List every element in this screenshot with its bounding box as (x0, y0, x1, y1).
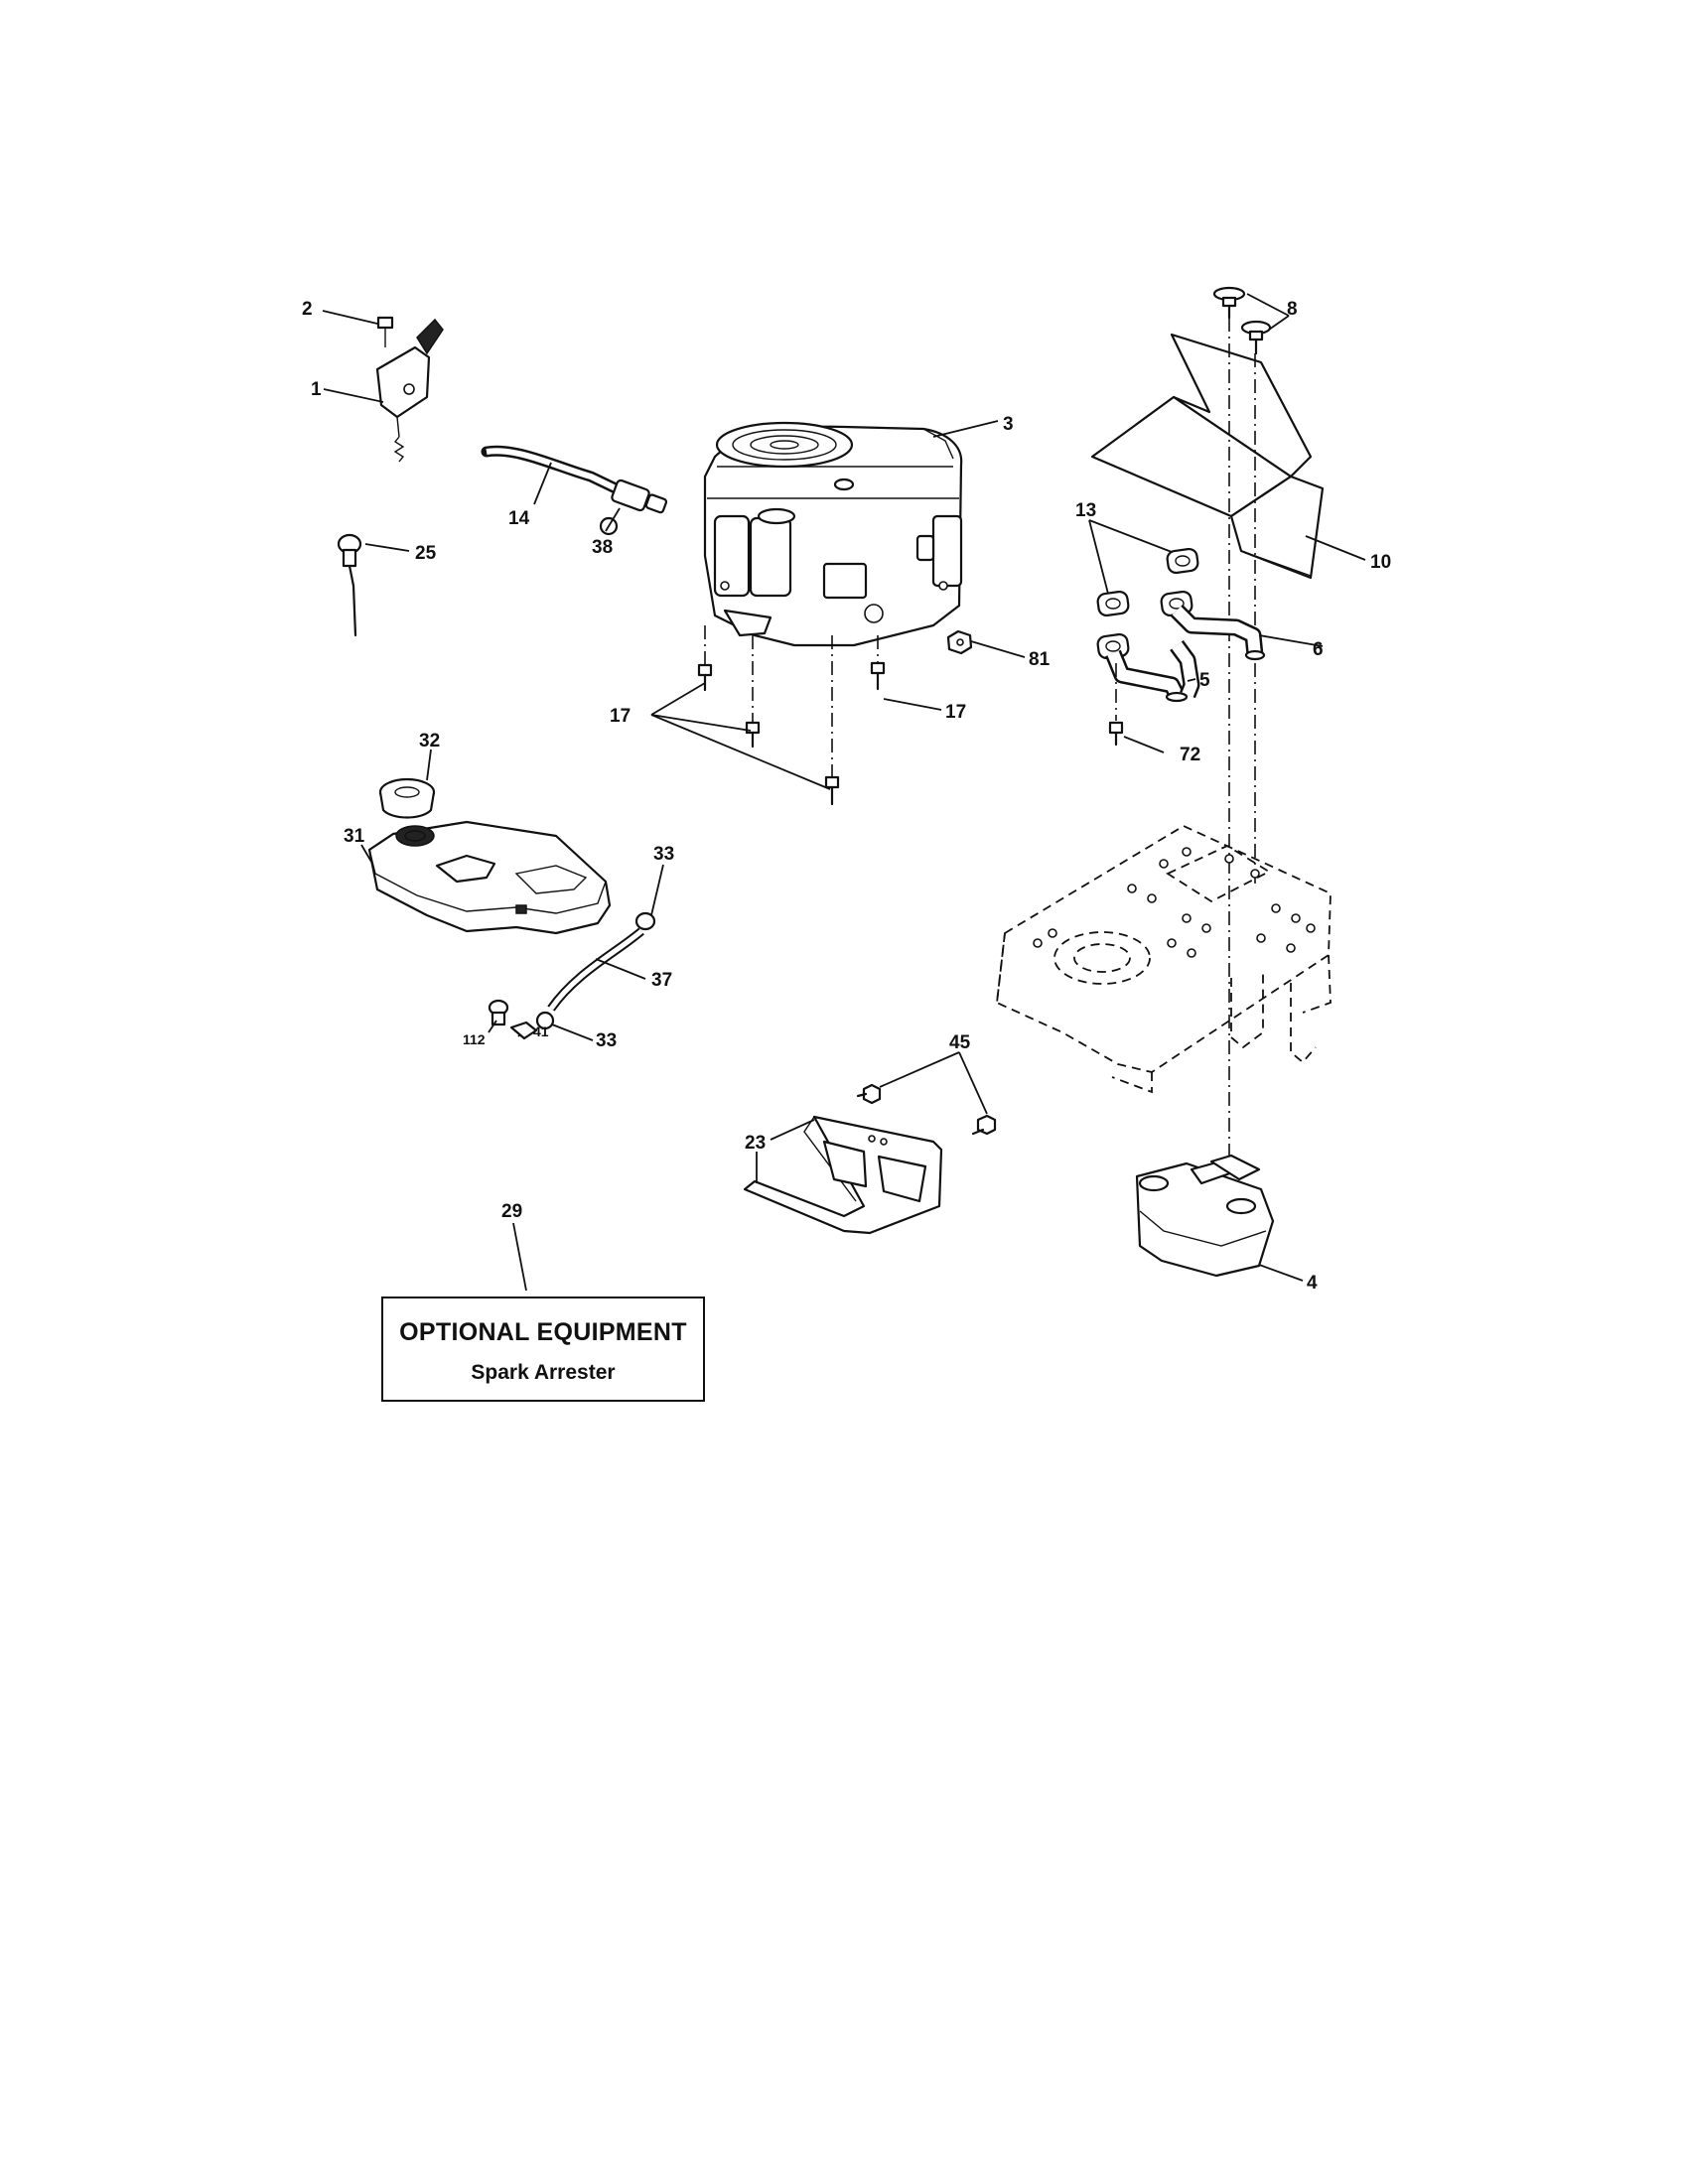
callout-4: 4 (1307, 1273, 1318, 1294)
optional-equipment-box: OPTIONAL EQUIPMENT Spark Arrester (381, 1297, 705, 1402)
part-1-throttle-bracket (375, 318, 444, 463)
part-81-nut (946, 629, 973, 655)
callout-17-left: 17 (610, 706, 631, 727)
part-5-exhaust-pipe (1105, 639, 1200, 703)
part-37-fuel-line (547, 927, 644, 1012)
callout-33-lower: 33 (596, 1030, 617, 1051)
callout-10: 10 (1370, 552, 1391, 573)
part-8-knobs (1212, 286, 1272, 355)
optional-equipment-title: OPTIONAL EQUIPMENT (399, 1318, 687, 1346)
callout-13: 13 (1075, 500, 1096, 521)
callout-1: 1 (311, 379, 322, 400)
part-6-exhaust-pipe (1170, 604, 1266, 661)
part-112-valve (488, 999, 509, 1026)
part-17-engine-bolts (697, 625, 886, 806)
part-2-screw (376, 316, 394, 347)
callout-45: 45 (949, 1032, 971, 1053)
part-23-guard (743, 1115, 943, 1235)
callout-2: 2 (302, 299, 313, 320)
callout-8: 8 (1287, 299, 1298, 320)
callout-14: 14 (508, 508, 530, 529)
callout-25: 25 (415, 543, 437, 564)
part-31-fuel-tank (367, 820, 612, 935)
callout-23: 23 (745, 1133, 766, 1154)
part-72-screw (1108, 663, 1124, 747)
callout-33-upper: 33 (653, 844, 674, 865)
part-4-muffler (1135, 1154, 1275, 1278)
callout-32: 32 (419, 731, 440, 751)
part-32-fuel-cap (378, 777, 436, 819)
callout-labels: 2 1 25 14 38 3 81 17 17 8 10 13 6 5 72 3… (302, 299, 1391, 1294)
part-33-clamp-upper (634, 911, 656, 931)
callout-3: 3 (1003, 414, 1014, 435)
callout-72: 72 (1180, 745, 1200, 765)
part-10-heat-shield (1090, 333, 1325, 580)
part-45-bolts (856, 1083, 997, 1136)
part-3-engine (703, 421, 963, 647)
callout-29: 29 (501, 1201, 522, 1222)
callout-6: 6 (1313, 639, 1324, 660)
callout-17-right: 17 (945, 702, 966, 723)
callout-112: 112 (463, 1031, 486, 1047)
callout-5: 5 (1199, 670, 1210, 691)
callout-41: 41 (533, 1024, 549, 1039)
leader-lines (322, 293, 1366, 1292)
part-33-clamp-lower (535, 1011, 555, 1030)
callout-31: 31 (344, 826, 365, 847)
callout-37: 37 (651, 970, 672, 991)
callout-38: 38 (592, 537, 613, 558)
part-14-fuel-hose (481, 445, 622, 494)
frame-dashed-outline (996, 824, 1332, 1094)
spark-arrester-label: Spark Arrester (471, 1361, 616, 1384)
part-25-dipstick (337, 533, 362, 637)
callout-81: 81 (1029, 649, 1051, 670)
